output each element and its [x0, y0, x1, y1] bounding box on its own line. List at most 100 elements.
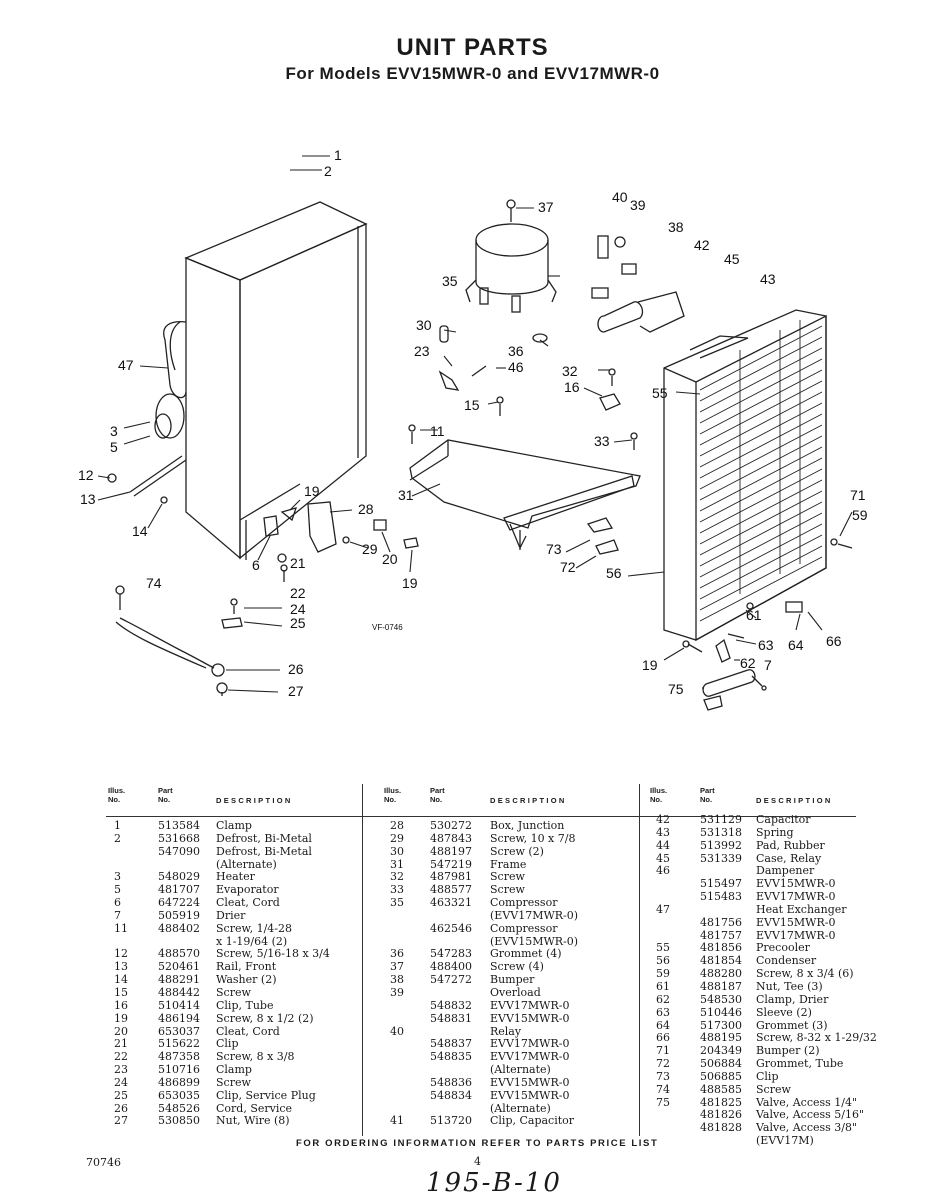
description-cell: Case, Relay: [756, 851, 822, 865]
illus-no-cell: 59: [656, 967, 670, 981]
part-no-cell: 517300: [700, 1018, 742, 1032]
description-cell: Cleat, Cord: [216, 896, 280, 910]
illus-no-cell: 32: [390, 870, 404, 884]
description-cell: Frame: [490, 857, 527, 871]
callout-1: 1: [334, 147, 342, 163]
illus-no-cell: 1: [114, 819, 121, 832]
callout-37: 37: [538, 199, 554, 215]
callout-23: 23: [414, 343, 430, 359]
description-cell: Compressor: [490, 921, 558, 935]
part-no-cell: 530272: [430, 819, 472, 832]
illus-no-cell: 12: [114, 947, 128, 961]
part-no-cell: 204349: [700, 1044, 742, 1058]
column-divider-2: [639, 784, 640, 1136]
illus-no-cell: 44: [656, 838, 670, 852]
part-no-cell: 547219: [430, 857, 472, 871]
callout-64: 64: [788, 637, 804, 653]
page-number: 4: [474, 1155, 481, 1168]
illus-no-cell: 66: [656, 1031, 670, 1045]
part-no-cell: 481757: [700, 928, 742, 942]
part-no-cell: 506885: [700, 1069, 742, 1083]
callout-74: 74: [146, 575, 162, 591]
description-cell: Screw, 8 x 3/4 (6): [756, 967, 854, 981]
header-description: DESCRIPTION: [490, 796, 567, 805]
description-cell: Evaporator: [216, 883, 279, 897]
part-no-cell: 506884: [700, 1057, 742, 1071]
evaporator-cabinet: [184, 201, 368, 560]
illus-no-cell: 72: [656, 1057, 670, 1071]
illus-no-cell: 73: [656, 1069, 670, 1083]
part-no-cell: 653035: [158, 1088, 200, 1102]
callout-39: 39: [630, 197, 646, 213]
description-cell: Valve, Access 5/16": [756, 1108, 865, 1122]
description-cell: Clip, Tube: [216, 998, 274, 1012]
part-no-cell: 488291: [158, 973, 200, 987]
part-no-cell: 515622: [158, 1037, 200, 1051]
callout-71: 71: [850, 487, 866, 503]
description-cell: Screw: [490, 870, 525, 884]
header-illus: Illus.No.: [650, 786, 668, 804]
heater-assembly: [154, 393, 185, 439]
page-subtitle: For Models EVV15MWR-0 and EVV17MWR-0: [285, 64, 660, 83]
illus-no-cell: 35: [390, 896, 404, 910]
part-no-cell: 548831: [430, 1011, 472, 1025]
part-no-cell: 513720: [430, 1114, 472, 1128]
illus-no-cell: 28: [390, 819, 404, 832]
part-no-cell: 486194: [158, 1011, 200, 1025]
callout-13: 13: [80, 491, 96, 507]
part-no-cell: 530850: [158, 1114, 200, 1128]
illus-no-cell: 38: [390, 973, 404, 987]
callout-72: 72: [560, 559, 576, 575]
part-no-cell: 481854: [700, 954, 742, 968]
callout-40: 40: [612, 189, 628, 205]
description-cell: Clamp: [216, 819, 252, 832]
illus-no-cell: 6: [114, 896, 121, 910]
illus-no-cell: 24: [114, 1075, 128, 1089]
illus-no-cell: 36: [390, 947, 404, 961]
description-cell: EVV17MWR-0: [756, 928, 836, 942]
illus-no-cell: 63: [656, 1005, 670, 1019]
part-no-cell: 487843: [430, 831, 472, 845]
callout-42: 42: [694, 237, 710, 253]
description-cell: (EVV15MWR-0): [490, 934, 579, 948]
description-cell: EVV17MWR-0: [490, 998, 570, 1012]
part-no-cell: 481825: [700, 1095, 742, 1109]
callout-22: 22: [290, 585, 306, 601]
condenser: [663, 309, 827, 642]
part-no-cell: 548834: [430, 1088, 472, 1102]
callout-28: 28: [358, 501, 374, 517]
description-cell: x 1-19/64 (2): [216, 934, 288, 948]
illus-no-cell: 13: [114, 960, 128, 974]
exploded-parts-diagram: 1237403938424543353036462332161555113331…: [78, 147, 868, 711]
handwritten-note: 195-B-10: [426, 1168, 562, 1198]
description-cell: Heat Exchanger: [756, 902, 847, 916]
illus-no-cell: 55: [656, 941, 670, 955]
header-illus: Illus.No.: [108, 786, 126, 804]
part-no-cell: 488187: [700, 979, 742, 993]
description-cell: Screw, 10 x 7/8: [490, 831, 576, 845]
description-cell: Cleat, Cord: [216, 1024, 280, 1038]
description-cell: (Alternate): [490, 1101, 551, 1115]
description-cell: Capacitor: [756, 813, 811, 826]
column-divider-1: [362, 784, 363, 1136]
description-cell: Precooler: [756, 941, 810, 955]
part-no-cell: 547283: [430, 947, 472, 961]
part-no-cell: 548526: [158, 1101, 200, 1115]
description-cell: Cord, Service: [216, 1101, 293, 1115]
part-no-cell: 510414: [158, 998, 200, 1012]
part-no-cell: 548832: [430, 998, 472, 1012]
description-cell: Heater: [216, 870, 255, 884]
part-no-cell: 462546: [430, 921, 472, 935]
grommets-screws: [408, 325, 638, 450]
illus-no-cell: 39: [390, 985, 404, 999]
illus-no-cell: 43: [656, 825, 670, 839]
part-no-cell: 531129: [700, 813, 742, 826]
illus-no-cell: 46: [656, 864, 670, 878]
part-no-cell: 515483: [700, 890, 742, 904]
illus-no-cell: 25: [114, 1088, 128, 1102]
description-cell: Clip: [756, 1069, 779, 1083]
description-cell: Dampener: [756, 864, 815, 878]
